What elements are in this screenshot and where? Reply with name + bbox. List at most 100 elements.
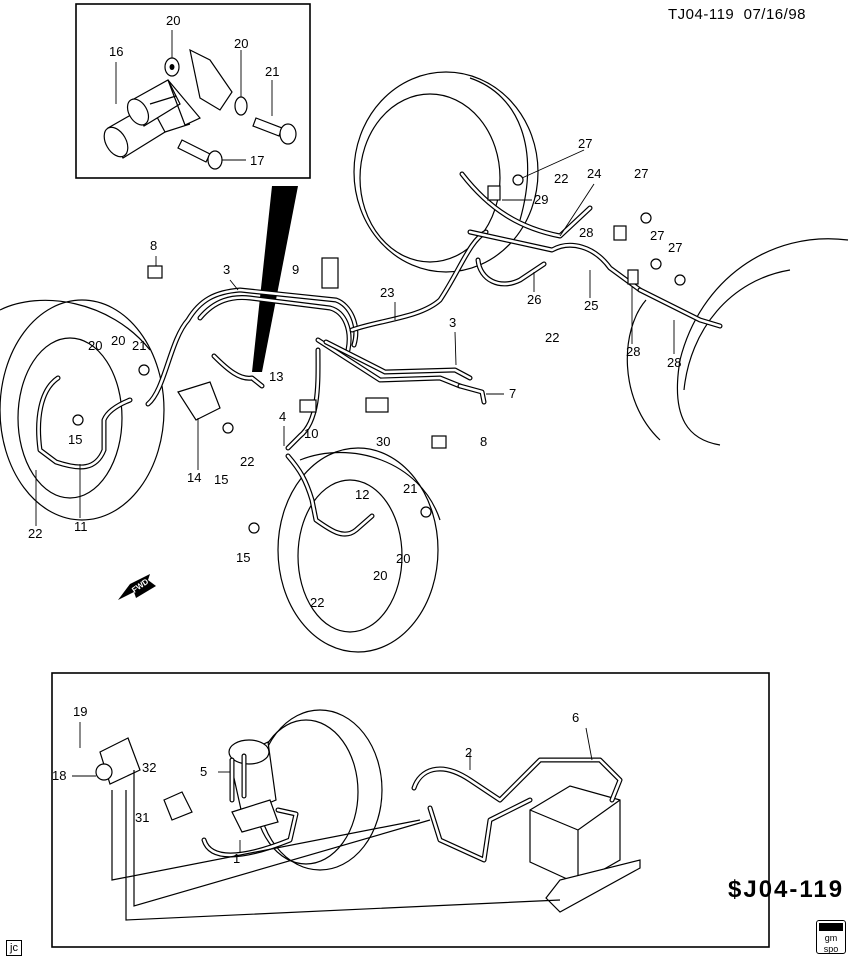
callout-22: 22 xyxy=(310,595,324,610)
callout-6: 6 xyxy=(572,710,579,725)
callout-22: 22 xyxy=(545,330,559,345)
diagram-reference-header: TJ04-119 07/16/98 xyxy=(668,6,806,23)
bracket-icon xyxy=(613,225,627,241)
callout-9: 9 xyxy=(292,262,299,277)
callout-29: 29 xyxy=(534,192,548,207)
detail-inset: 20 20 21 16 17 xyxy=(75,3,311,179)
callout-18: 18 xyxy=(52,768,66,783)
hydraulic-unit xyxy=(529,785,641,913)
callout-20: 20 xyxy=(373,568,387,583)
callout-17: 17 xyxy=(250,153,264,168)
callout-19: 19 xyxy=(73,704,87,719)
logo-bar xyxy=(819,923,843,931)
bolt-icon xyxy=(248,522,260,534)
callout-2: 2 xyxy=(465,745,472,760)
callout-8: 8 xyxy=(150,238,157,253)
forward-direction-arrow: FWD xyxy=(118,574,156,600)
callout-22: 22 xyxy=(28,526,42,541)
brake-hardware xyxy=(72,174,686,534)
master-cylinder-inset-frame xyxy=(51,672,770,948)
callout-20: 20 xyxy=(88,338,102,353)
callout-14: 14 xyxy=(187,470,201,485)
callout-15: 15 xyxy=(236,550,250,565)
callout-25: 25 xyxy=(584,298,598,313)
callout-4: 4 xyxy=(279,409,286,424)
callout-21: 21 xyxy=(403,481,417,496)
clip-icon xyxy=(147,265,163,279)
bolt-icon xyxy=(674,274,686,286)
callout-27: 27 xyxy=(578,136,592,151)
rear-right-tire xyxy=(353,71,539,273)
bolt-icon xyxy=(252,117,297,145)
callout-1: 1 xyxy=(233,851,240,866)
callout-3: 3 xyxy=(223,262,230,277)
diagram-code: $J04-119 xyxy=(728,876,844,904)
bolt-icon xyxy=(640,212,652,224)
front-left-tire xyxy=(0,299,165,521)
bolt-icon xyxy=(177,139,223,170)
code-symbol: $ xyxy=(728,876,744,903)
callout-16: 16 xyxy=(109,44,123,59)
callout-32: 32 xyxy=(142,760,156,775)
bolt-icon xyxy=(138,364,150,376)
bracket-icon xyxy=(487,185,501,201)
bolt-icon xyxy=(420,506,432,518)
bolt-icon xyxy=(512,174,524,186)
washer-icon xyxy=(234,96,248,116)
callout-8: 8 xyxy=(480,434,487,449)
line-clip-icon xyxy=(365,397,389,413)
detail-inset-frame xyxy=(75,3,311,179)
callout-11: 11 xyxy=(74,519,88,534)
callout-10: 10 xyxy=(304,426,318,441)
callout-12: 12 xyxy=(355,487,369,502)
callout-28: 28 xyxy=(579,225,593,240)
callout-23: 23 xyxy=(380,285,394,300)
front-right-tire xyxy=(277,447,441,653)
proportioning-valve xyxy=(95,737,193,821)
callout-5: 5 xyxy=(200,764,207,779)
callout-28: 28 xyxy=(626,344,640,359)
clip-icon xyxy=(431,435,447,449)
callout-27: 27 xyxy=(668,240,682,255)
callouts-main: 8 3 9 23 3 7 13 4 10 30 8 20 20 21 15 14… xyxy=(28,136,682,610)
master-cylinder-inset: 1 2 5 6 19 18 32 31 xyxy=(51,672,770,948)
callout-22: 22 xyxy=(554,171,568,186)
logo-line-2: spo xyxy=(823,944,839,954)
callout-15: 15 xyxy=(68,432,82,447)
code-number: J04-119 xyxy=(743,876,845,903)
callout-15: 15 xyxy=(214,472,228,487)
bolt-icon xyxy=(72,414,84,426)
mounting-bracket-icon xyxy=(177,381,221,421)
logo-line-1: gm xyxy=(824,933,838,943)
diagram-date: 07/16/98 xyxy=(743,6,806,23)
bolt-icon xyxy=(222,422,234,434)
callout-20: 20 xyxy=(111,333,125,348)
callout-21: 21 xyxy=(265,64,279,79)
hose-fitting-part xyxy=(103,79,201,159)
callout-7: 7 xyxy=(509,386,516,401)
callout-28: 28 xyxy=(667,355,681,370)
detail-pointer xyxy=(252,186,298,372)
gm-spo-logo: gm spo xyxy=(816,920,846,954)
callout-20: 20 xyxy=(396,551,410,566)
bracket-icon xyxy=(627,269,639,285)
callout-30: 30 xyxy=(376,434,390,449)
callout-22: 22 xyxy=(240,454,254,469)
callout-27: 27 xyxy=(650,228,664,243)
callout-21: 21 xyxy=(132,338,146,353)
callout-20: 20 xyxy=(234,36,248,51)
callout-31: 31 xyxy=(135,810,149,825)
callout-20: 20 xyxy=(166,13,180,28)
callout-3: 3 xyxy=(449,315,456,330)
brake-booster xyxy=(253,709,383,871)
line-clip-icon xyxy=(299,399,317,413)
bolt-icon xyxy=(650,258,662,270)
line-clip-icon xyxy=(321,257,339,289)
callout-26: 26 xyxy=(527,292,541,307)
callout-24: 24 xyxy=(587,166,601,181)
hose-banjo-icon xyxy=(189,48,233,111)
corner-tag: jc xyxy=(6,940,22,956)
callout-13: 13 xyxy=(269,369,283,384)
diagram-ref-number: TJ04-119 xyxy=(668,6,735,23)
